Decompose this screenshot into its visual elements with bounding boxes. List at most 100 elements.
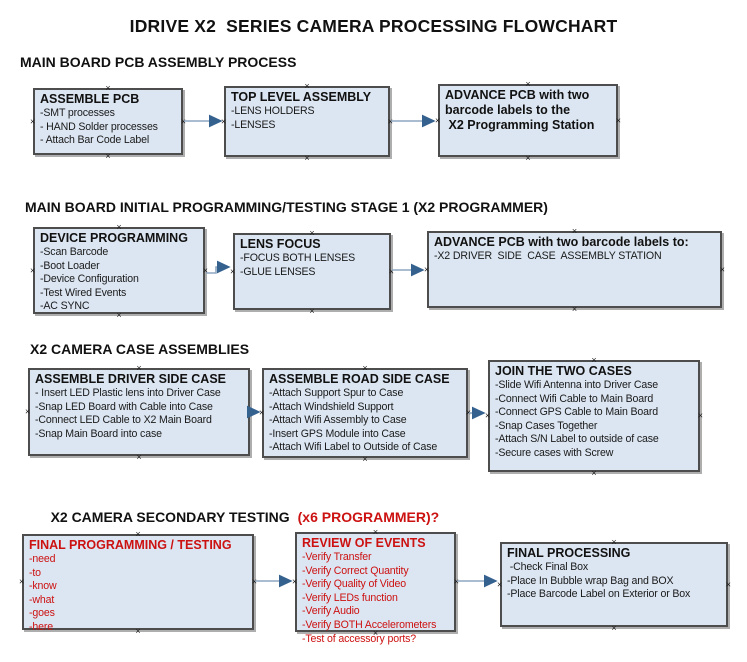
flow-box-final-processing[interactable]: FINAL PROCESSING -Check Final Box-Place …	[497, 538, 731, 633]
box-line: -FOCUS BOTH LENSES	[240, 252, 356, 264]
box-line: -LENSES	[231, 118, 276, 131]
box-line: -Snap Main Board into case	[35, 427, 162, 440]
flow-box-lens-focus[interactable]: LENS FOCUS -FOCUS BOTH LENSES-GLUE LENSE…	[230, 229, 394, 316]
connection-anchor-icon: ×	[465, 407, 471, 418]
box-body: -Check Final Box-Place In Bubble wrap Ba…	[507, 561, 722, 602]
box-line: -goes	[29, 607, 55, 620]
box-line: -Boot Loader	[40, 259, 100, 272]
box-line: -Connect LED Cable to X2 Main Board	[35, 414, 212, 427]
box-title: ADVANCE PCB with two barcode labels to:	[434, 235, 689, 249]
box-line: -Attach S/N Label to outside of case	[495, 433, 659, 446]
box-line: - Insert LED Plastic lens into Driver Ca…	[35, 387, 221, 399]
box-line: -Verify Quality of Video	[302, 578, 406, 591]
box-title: TOP LEVEL ASSEMBLY	[231, 90, 372, 104]
section-heading-secondary-testing: X2 CAMERA SECONDARY TESTING(x6 PROGRAMME…	[35, 493, 440, 541]
box-body: -Slide Wifi Antenna into Driver Case -Con…	[495, 379, 694, 461]
box-line: -Secure cases with Screw	[495, 446, 614, 459]
connection-anchor-icon: ×	[251, 576, 257, 587]
box-body: -FOCUS BOTH LENSES-GLUE LENSES	[240, 252, 385, 279]
box-line: -Verify Audio	[302, 605, 360, 618]
box-body: -need-to-know-what-goes-here	[29, 553, 248, 635]
connection-anchor-icon: ×	[525, 153, 531, 163]
box-line: -X2 DRIVER SIDE CASE ASSEMBLY STATION	[434, 250, 662, 262]
page-title: IDRIVE X2 SERIES CAMERA PROCESSING FLOWC…	[129, 16, 618, 36]
section-heading-case-assemblies: X2 CAMERA CASE ASSEMBLIES	[30, 341, 250, 357]
connection-anchor-icon: ×	[611, 623, 617, 633]
box-title: FINAL PROGRAMMING / TESTING	[29, 538, 232, 552]
box-line: -Test Wired Events	[40, 286, 127, 299]
connection-anchor-icon: ×	[611, 537, 617, 547]
box-line: -Verify BOTH Accelerometers	[302, 618, 437, 631]
connection-anchor-icon: ×	[30, 116, 36, 127]
connection-anchor-icon: ×	[30, 265, 36, 276]
connection-anchor-icon: ×	[525, 79, 531, 89]
connection-anchor-icon: ×	[725, 579, 731, 590]
box-body: - Insert LED Plastic lens into Driver Ca…	[35, 387, 244, 441]
box-line: -Place In Bubble wrap Bag and BOX	[507, 574, 674, 587]
box-line: -Connect GPS Cable to Main Board	[495, 406, 659, 419]
box-line: -Verify Correct Quantity	[302, 564, 409, 577]
box-line: -LENS HOLDERS	[231, 105, 315, 117]
flow-box-review-of-events[interactable]: REVIEW OF EVENTS -Verify Transfer-Verify…	[292, 528, 459, 645]
flow-box-advance-to-programming-station[interactable]: ADVANCE PCB with two barcode labels to t…	[435, 80, 621, 163]
box-title: LENS FOCUS	[240, 237, 321, 251]
flow-box-assemble-driver-side-case[interactable]: ASSEMBLE DRIVER SIDE CASE - Insert LED P…	[25, 364, 253, 462]
connection-anchor-icon: ×	[453, 576, 459, 587]
box-line: - Attach Bar Code Label	[40, 134, 150, 147]
box-line: -to	[29, 566, 41, 579]
box-line: -Scan Barcode	[40, 246, 109, 258]
box-line: -Attach Wifi Label to Outside of Case	[269, 441, 438, 454]
flow-box-assemble-road-side-case[interactable]: ASSEMBLE ROAD SIDE CASE -Attach Support …	[259, 364, 471, 464]
connector-arrow-device-to-lensfocus[interactable]	[206, 260, 231, 274]
box-title: REVIEW OF EVENTS	[302, 536, 426, 550]
box-line: - HAND Solder processes	[40, 120, 158, 133]
flow-box-join-two-cases[interactable]: JOIN THE TWO CASES -Slide Wifi Antenna i…	[485, 356, 703, 478]
box-body: -X2 DRIVER SIDE CASE ASSEMBLY STATION	[434, 250, 716, 264]
box-line: -Snap LED Board with Cable into Case	[35, 400, 213, 413]
flow-box-advance-to-driver-side-station[interactable]: ADVANCE PCB with two barcode labels to: …	[424, 227, 725, 314]
connection-anchor-icon: ×	[424, 264, 430, 275]
box-line: -Place Barcode Label on Exterior or Box	[507, 588, 691, 601]
box-line: -Slide Wifi Antenna into Driver Case	[495, 379, 658, 391]
connection-anchor-icon: ×	[105, 83, 111, 93]
connection-anchor-icon: ×	[259, 407, 265, 418]
connection-anchor-icon: ×	[230, 266, 236, 277]
box-line: -GLUE LENSES	[240, 265, 316, 278]
flow-box-top-level-assembly[interactable]: TOP LEVEL ASSEMBLY -LENS HOLDERS-LENSES …	[221, 82, 393, 163]
flow-box-device-programming[interactable]: DEVICE PROGRAMMING -Scan Barcode-Boot Lo…	[30, 223, 208, 320]
connection-anchor-icon: ×	[309, 306, 315, 316]
box-title: ADVANCE PCB with two barcode labels to t…	[445, 88, 595, 132]
box-body: -Verify Transfer-Verify Correct Quantity…	[302, 551, 450, 646]
box-line: -what	[29, 593, 55, 606]
connection-anchor-icon: ×	[180, 116, 186, 127]
connection-anchor-icon: ×	[19, 576, 25, 587]
box-line: -Verify LEDs function	[302, 591, 398, 604]
connection-anchor-icon: ×	[221, 116, 227, 127]
connection-anchor-icon: ×	[105, 151, 111, 161]
connection-anchor-icon: ×	[25, 406, 31, 417]
box-line: -need	[29, 553, 56, 565]
connection-anchor-icon: ×	[202, 265, 208, 276]
connection-anchor-icon: ×	[309, 228, 315, 238]
connection-anchor-icon: ×	[615, 115, 621, 126]
box-body: -SMT processes- HAND Solder processes- A…	[40, 107, 177, 148]
flow-box-final-programming-testing[interactable]: FINAL PROGRAMMING / TESTING -need-to-kno…	[19, 530, 257, 636]
flow-box-assemble-pcb[interactable]: ASSEMBLE PCB -SMT processes- HAND Solder…	[30, 84, 186, 161]
connection-anchor-icon: ×	[116, 222, 122, 232]
box-line: -SMT processes	[40, 107, 115, 119]
connection-anchor-icon: ×	[697, 410, 703, 421]
connection-anchor-icon: ×	[362, 363, 368, 373]
connection-anchor-icon: ×	[362, 454, 368, 464]
connection-anchor-icon: ×	[485, 410, 491, 421]
box-line: -Attach Wifi Assembly to Case	[269, 414, 407, 427]
box-line: -AC SYNC	[40, 300, 90, 313]
connection-anchor-icon: ×	[719, 264, 725, 275]
box-line: -here	[29, 620, 53, 633]
connection-anchor-icon: ×	[292, 576, 298, 587]
box-body: -Attach Support Spur to Case-Attach Wind…	[269, 387, 462, 455]
connection-anchor-icon: ×	[247, 406, 253, 417]
section-heading-pcb-assembly: MAIN BOARD PCB ASSEMBLY PROCESS	[20, 54, 297, 70]
box-title: DEVICE PROGRAMMING	[40, 231, 188, 245]
box-line: -Test of accessory ports?	[302, 632, 417, 645]
